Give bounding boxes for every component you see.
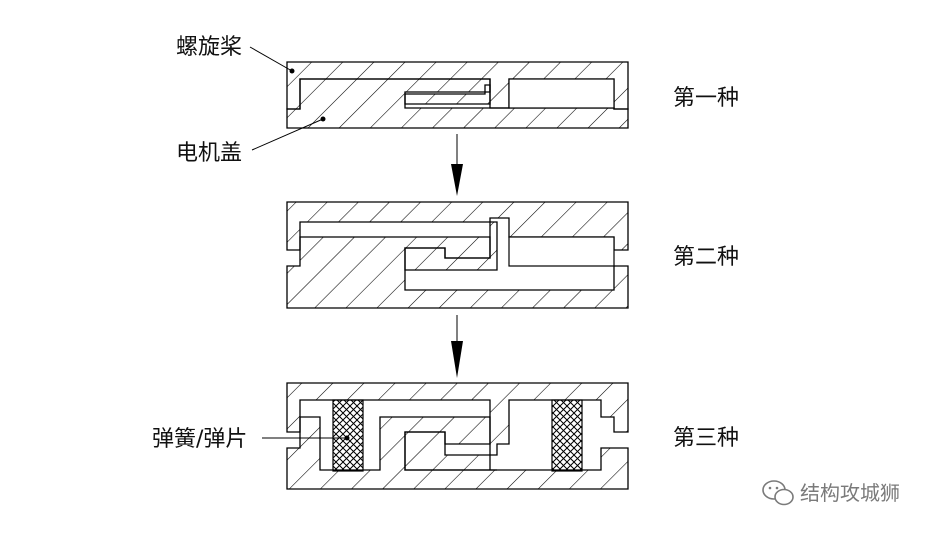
variant-1-diagram — [286, 61, 629, 129]
motor-cover-part-3 — [286, 416, 629, 490]
label-spring: 弹簧/弹片 — [152, 427, 247, 452]
variant-name-3: 第三种 — [673, 426, 739, 451]
watermark-text: 结构攻城狮 — [800, 481, 900, 505]
variant-2-diagram — [286, 201, 629, 309]
variant-3-diagram — [286, 382, 629, 490]
leader-propeller-dot — [289, 68, 295, 74]
label-propeller: 螺旋桨 — [176, 35, 242, 60]
spring-left — [332, 399, 364, 472]
leader-spring-dot — [344, 435, 350, 441]
spring-right — [551, 399, 583, 472]
motor-cover-part-1 — [286, 78, 629, 129]
propeller-part-3 — [286, 382, 629, 471]
arrow-down-2 — [451, 315, 463, 378]
snap-hook-1 — [404, 84, 491, 105]
leader-motor-cover — [251, 118, 324, 151]
variant-name-2: 第二种 — [673, 245, 739, 270]
label-motor-cover: 电机盖 — [176, 141, 242, 166]
watermark: 结构攻城狮 — [762, 480, 900, 506]
leader-lines — [249, 46, 350, 441]
motor-cover-part-2 — [286, 236, 629, 309]
arrow-down-1 — [451, 134, 463, 196]
leader-motor-cover-dot — [320, 116, 326, 122]
cavity-2 — [508, 236, 615, 267]
cavity-1 — [508, 78, 615, 109]
leader-propeller — [249, 46, 293, 72]
wechat-icon — [762, 480, 794, 506]
variant-name-1: 第一种 — [673, 86, 739, 111]
